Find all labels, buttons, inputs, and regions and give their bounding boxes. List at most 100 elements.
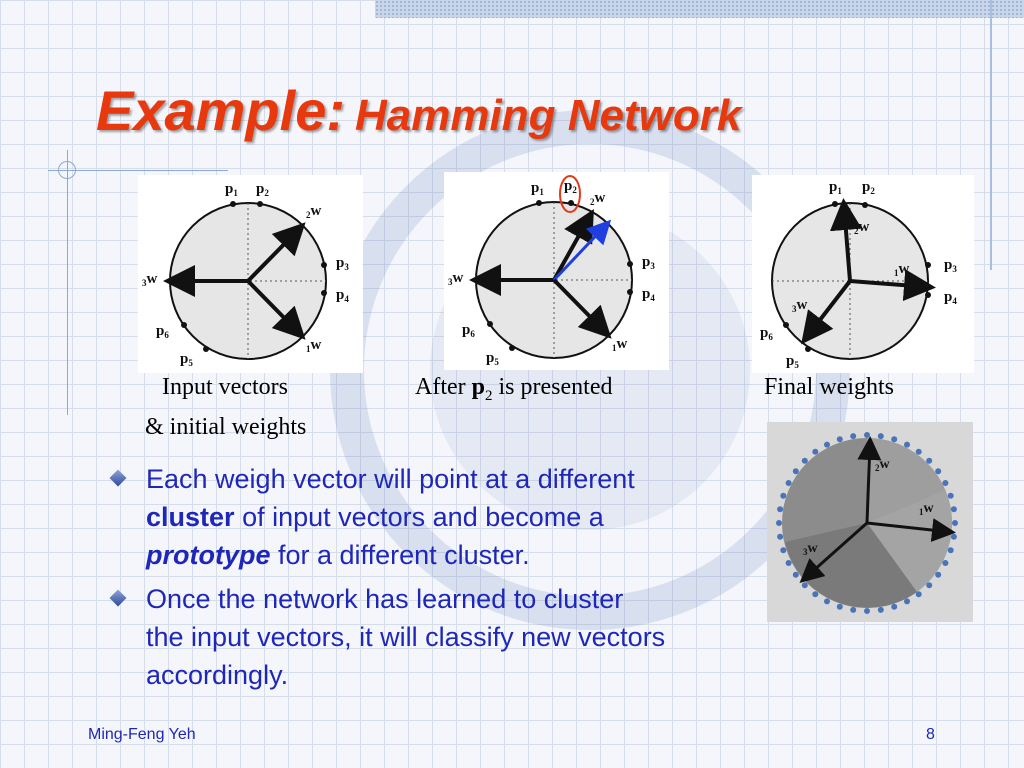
label-w1: w <box>617 336 628 352</box>
label-p6-sub: 6 <box>768 332 773 342</box>
cluster-label-w1-pre: 1 <box>919 507 924 517</box>
label-w2-pre: 2 <box>854 226 859 236</box>
svg-text:2w: 2w <box>875 457 891 473</box>
label-w1-pre: 1 <box>612 343 617 353</box>
cluster-input-dot <box>824 441 830 448</box>
label-p6-sub: 6 <box>470 329 475 339</box>
caption-after-sub: 2 <box>485 387 493 404</box>
label-p5: p <box>180 351 188 367</box>
svg-text:p4: p4 <box>944 289 957 306</box>
label-p6: p <box>760 325 768 341</box>
cluster-input-dot <box>915 591 922 598</box>
svg-text:p2: p2 <box>862 179 875 196</box>
point-p5 <box>509 345 515 351</box>
svg-text:p1: p1 <box>531 180 544 197</box>
svg-text:p6: p6 <box>462 322 475 339</box>
cluster-sector-3 <box>785 523 917 608</box>
svg-text:2w: 2w <box>590 190 606 207</box>
label-p1: p <box>531 180 539 196</box>
caption-initial-weights: & initial weights <box>145 414 307 440</box>
cluster-input-dot <box>824 598 830 605</box>
cluster-input-dot <box>812 591 819 598</box>
svg-text:1w: 1w <box>894 261 910 278</box>
cluster-input-dot <box>785 480 792 486</box>
svg-text:3w: 3w <box>803 541 819 557</box>
label-w3: w <box>797 297 808 313</box>
cluster-input-dot <box>777 506 784 513</box>
label-p3: p <box>642 254 650 270</box>
cluster-weight-1-arrow <box>866 518 956 542</box>
caption-after-pre: After <box>415 374 466 400</box>
caption-final-weights: Final weights <box>764 374 894 400</box>
title-part2: Hamming Network <box>355 91 742 140</box>
label-p2: p <box>862 179 870 195</box>
cluster-label-w3: w <box>808 541 819 556</box>
svg-text:3w: 3w <box>792 297 808 314</box>
cluster-input-dot <box>904 441 910 448</box>
cluster-input-dot <box>780 492 787 499</box>
label-p4: p <box>336 287 344 303</box>
point-p3 <box>321 262 327 268</box>
weight-2-arrow <box>829 198 862 282</box>
cluster-weight-3-arrow <box>799 521 868 583</box>
bullet-item-2: Once the network has learned to cluster … <box>108 580 808 694</box>
highlight-p2-circle <box>559 175 581 213</box>
bullet-2-line1: Once the network has learned to cluster <box>146 584 624 614</box>
weight-2-arrow-new <box>552 219 612 282</box>
cluster-label-w3-pre: 3 <box>803 547 808 557</box>
cluster-input-dot <box>777 533 784 540</box>
label-w1: w <box>899 261 910 277</box>
cluster-input-dot <box>891 436 898 443</box>
svg-text:p3: p3 <box>336 255 349 272</box>
label-p3: p <box>944 257 952 273</box>
label-w3-pre: 3 <box>448 277 453 287</box>
label-p6: p <box>156 323 164 339</box>
weight-1-arrow <box>246 279 306 340</box>
cluster-label-w2: w <box>880 457 891 472</box>
page-number: 8 <box>926 726 935 743</box>
diagram-after-p2-svg: p1 p2 p3 p4 p6 p5 2w 3w 1w <box>448 175 655 367</box>
label-w3-pre: 3 <box>792 304 797 314</box>
cluster-input-dot <box>935 468 942 475</box>
bullet-diamond-icon <box>109 469 127 487</box>
label-p1-sub: 1 <box>233 188 238 198</box>
decorative-circle <box>58 161 76 179</box>
cluster-diagram-svg: 2w 1w 3w <box>767 422 973 622</box>
svg-text:p3: p3 <box>944 257 957 274</box>
cluster-input-dot <box>904 598 910 605</box>
cluster-input-dot <box>952 520 958 526</box>
label-p4: p <box>642 286 650 302</box>
label-p2: p <box>564 178 572 194</box>
point-p1 <box>536 200 542 206</box>
cluster-dots <box>776 432 958 614</box>
label-p6-sub: 6 <box>164 330 169 340</box>
cluster-label-w2-pre: 2 <box>875 463 880 473</box>
svg-text:1w: 1w <box>919 501 935 517</box>
point-p5 <box>203 346 209 352</box>
diagram-initial-weights-svg: p1 p2 p3 p4 p6 p5 2w 3w 1w <box>142 181 349 368</box>
label-w3: w <box>147 271 158 287</box>
cluster-input-dot <box>891 603 898 610</box>
cluster-input-dot <box>947 547 954 554</box>
cluster-input-dot <box>947 492 954 499</box>
label-w2: w <box>859 219 870 235</box>
label-p5: p <box>786 353 794 369</box>
decorative-line-vertical <box>67 150 68 415</box>
label-w3: w <box>453 270 464 286</box>
bullet-list: Each weigh vector will point at a differ… <box>108 460 808 700</box>
point-p6 <box>783 322 789 328</box>
label-w3-pre: 3 <box>142 278 147 288</box>
label-p3-sub: 3 <box>952 264 957 274</box>
point-p4 <box>321 290 327 296</box>
caption-input-vectors: Input vectors <box>162 374 288 400</box>
label-p1: p <box>829 179 837 195</box>
label-p4-sub: 4 <box>650 293 655 303</box>
cluster-input-dot <box>836 603 843 610</box>
label-p3-sub: 3 <box>344 262 349 272</box>
point-p6 <box>181 322 187 328</box>
cluster-input-dot <box>864 608 870 614</box>
cluster-diagram-image: 2w 1w 3w <box>767 422 973 622</box>
cluster-input-dot <box>792 571 799 578</box>
label-p2-sub: 2 <box>870 186 875 196</box>
decorative-line-horizontal <box>48 170 228 171</box>
